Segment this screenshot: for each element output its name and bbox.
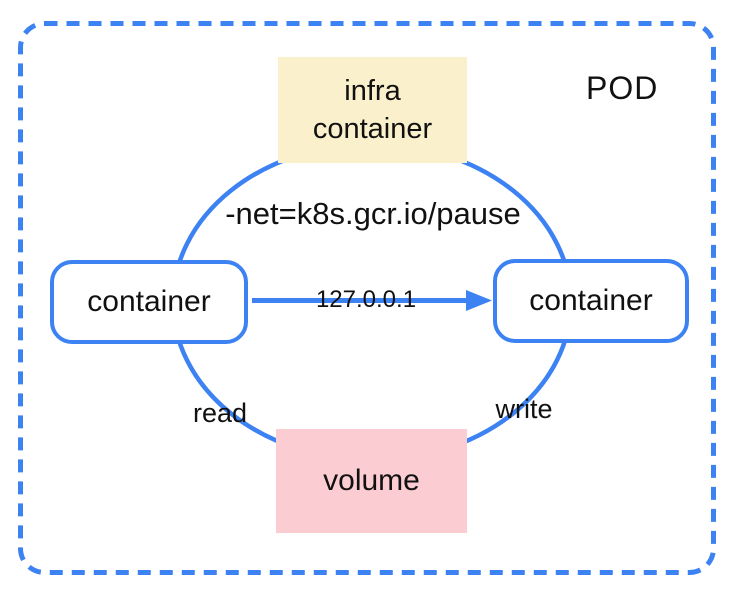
node-container-left: container (50, 260, 248, 344)
infra-container-label-line1: infra (344, 75, 401, 107)
ip-address-label: 127.0.0.1 (315, 286, 417, 313)
node-volume: volume (276, 429, 467, 533)
pod-title: POD (586, 70, 659, 106)
container-left-label: container (87, 285, 211, 318)
volume-label: volume (323, 464, 420, 497)
net-pause-label: -net=k8s.gcr.io/pause (225, 196, 521, 231)
node-infra-container: infra container (278, 57, 467, 163)
node-container-right: container (493, 259, 689, 343)
write-edge-label: write (495, 394, 553, 424)
pod-boundary (18, 21, 716, 575)
infra-container-label-line2: container (312, 113, 433, 145)
container-right-label: container (529, 284, 653, 317)
ip-arrow-head (466, 290, 492, 311)
read-edge-label: read (192, 398, 248, 428)
